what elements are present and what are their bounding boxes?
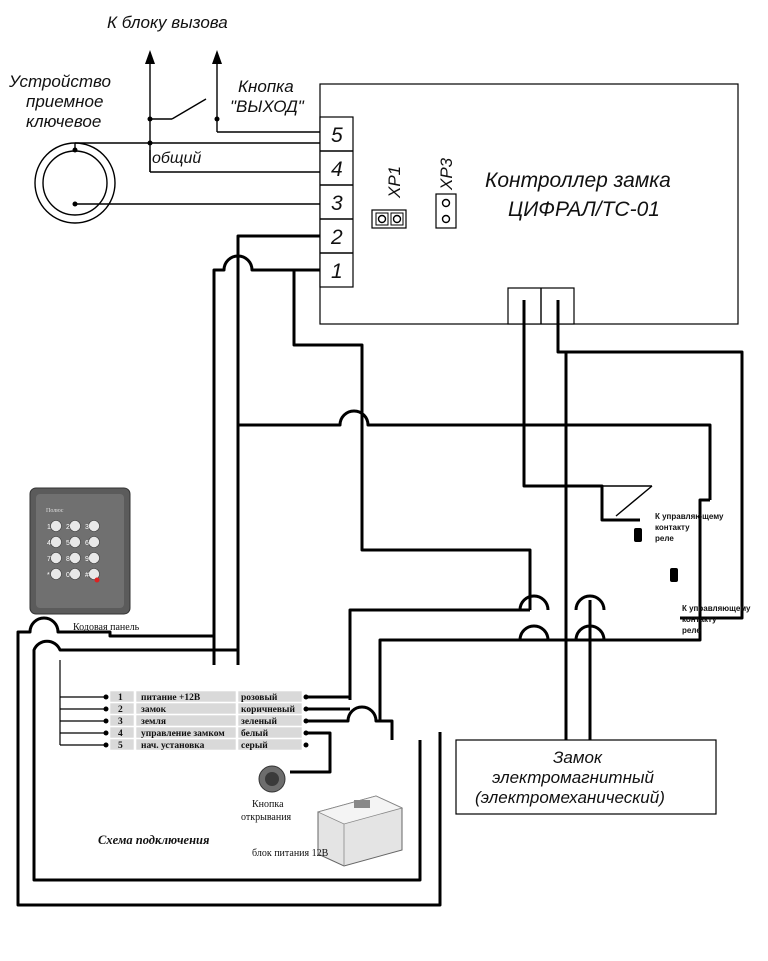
keypad-key-label: 5 (66, 540, 70, 547)
keypad-key-label: # (85, 572, 89, 579)
cable-row: 1 питание +12В розовый (60, 690, 309, 703)
call-unit-label: К блоку вызова (107, 13, 228, 32)
lock-label-1: Замок (553, 748, 603, 767)
keypad-key: 8 (66, 552, 81, 564)
keypad-key-label: 9 (85, 556, 89, 563)
keypad-key-label: 4 (47, 540, 51, 547)
keypad-key-label: 3 (85, 524, 89, 531)
thick-wiring (16, 234, 744, 907)
cable-num: 3 (118, 717, 123, 727)
keypad-caption: Кодовая панель (73, 622, 140, 633)
keypad-key: 0 (66, 568, 81, 580)
key-reader-icon (34, 142, 116, 224)
cable-color: зеленый (241, 716, 277, 727)
cable-num: 4 (118, 729, 123, 739)
keypad-key-label: 0 (66, 572, 70, 579)
cable-row: 2 замок коричневый (60, 702, 309, 715)
controller-box (319, 83, 739, 325)
relay-contact-label-1b: контакту (655, 523, 690, 532)
terminal-1: 1 (331, 260, 343, 283)
lock-label-3: (электромеханический) (475, 788, 665, 807)
exit-button-switch (147, 98, 320, 133)
cable-row: 5 нач. установка серый (60, 738, 309, 751)
relay-contact-label-2a: К управляющему (682, 604, 751, 613)
code-keypad: Полюс 1 2 3 4 5 6 7 8 9 * 0 # (29, 487, 131, 615)
keypad-led (94, 577, 100, 583)
relay-connector (507, 287, 575, 325)
terminal-2: 2 (330, 226, 343, 249)
cable-function: нач. установка (141, 741, 205, 751)
lock-label-2: электромагнитный (492, 768, 654, 787)
cable-function: замок (141, 705, 167, 715)
power-supply-label: блок питания 12В (252, 848, 329, 859)
jumper-xp1 (371, 209, 407, 229)
relay-contact-label-2c: реле (682, 626, 701, 635)
open-button-label-2: открывания (241, 812, 292, 823)
keypad-key-label: 7 (47, 556, 51, 563)
cable-function: питание +12В (141, 693, 201, 703)
keypad-brand: Полюс (46, 508, 64, 514)
key-reader-label-2: приемное (26, 92, 103, 111)
keypad-key: 7 (47, 552, 62, 564)
keypad-keys: 1 2 3 4 5 6 7 8 9 * 0 # (47, 520, 100, 580)
keypad-key: 1 (47, 520, 62, 532)
key-reader-wires (74, 140, 320, 205)
keypad-key: 6 (85, 536, 100, 548)
cable-num: 1 (118, 693, 123, 703)
key-reader-label-3: ключевое (26, 112, 101, 131)
keypad-key: 4 (47, 536, 62, 548)
jumper-xp3 (435, 193, 457, 229)
relay-contact-label-2b: контакту (682, 615, 717, 624)
controller-label-1: Контроллер замка (485, 169, 671, 192)
keypad-key-label: 1 (47, 524, 51, 531)
power-supply (316, 795, 404, 867)
open-button-label-1: Кнопка (252, 799, 284, 810)
keypad-key: 9 (85, 552, 100, 564)
cable-color: розовый (241, 692, 278, 703)
cable-row: 4 управление замком белый (60, 726, 309, 739)
keypad-key-label: 8 (66, 556, 70, 563)
keypad-key: 5 (66, 536, 81, 548)
relay-contact-label-1a: К управляющему (655, 512, 724, 521)
terminal-4: 4 (331, 158, 343, 181)
exit-button-label-2: "ВЫХОД" (230, 97, 305, 116)
jumper-xp3-label: XP3 (437, 157, 456, 191)
terminal-3: 3 (331, 192, 343, 215)
open-button (258, 765, 286, 793)
cable-num: 2 (118, 705, 123, 715)
cable-function: земля (141, 717, 166, 727)
cable-table: 1 питание +12В розовый 2 замок коричневый 3 зем… (59, 660, 309, 751)
terminal-5: 5 (331, 124, 343, 147)
cable-color: коричневый (241, 704, 295, 715)
cable-row: 3 земля зеленый (60, 714, 309, 727)
keypad-key-label: * (47, 572, 50, 579)
jumper-xp1-label: XP1 (385, 166, 404, 199)
lock-box (455, 739, 717, 815)
keypad-key: * (47, 568, 62, 580)
common-label: общий (152, 150, 201, 167)
keypad-key: 2 (66, 520, 81, 532)
keypad-key-label: 2 (66, 524, 70, 531)
controller-label-2: ЦИФРАЛ/ТС-01 (508, 198, 660, 221)
cable-color: серый (241, 740, 268, 751)
terminal-block (319, 116, 354, 288)
keypad-key: 3 (85, 520, 100, 532)
relay-contact-markers (634, 528, 678, 582)
cable-color: белый (241, 728, 269, 739)
keypad-key-label: 6 (85, 540, 89, 547)
scheme-caption: Схема подключения (98, 833, 210, 847)
keypad-key: # (85, 568, 100, 580)
exit-button-label-1: Кнопка (238, 77, 294, 96)
relay-contact-label-1c: реле (655, 534, 674, 543)
key-reader-label-1: Устройство (8, 72, 111, 91)
cable-function: управление замком (141, 729, 225, 739)
cable-num: 5 (118, 741, 123, 751)
